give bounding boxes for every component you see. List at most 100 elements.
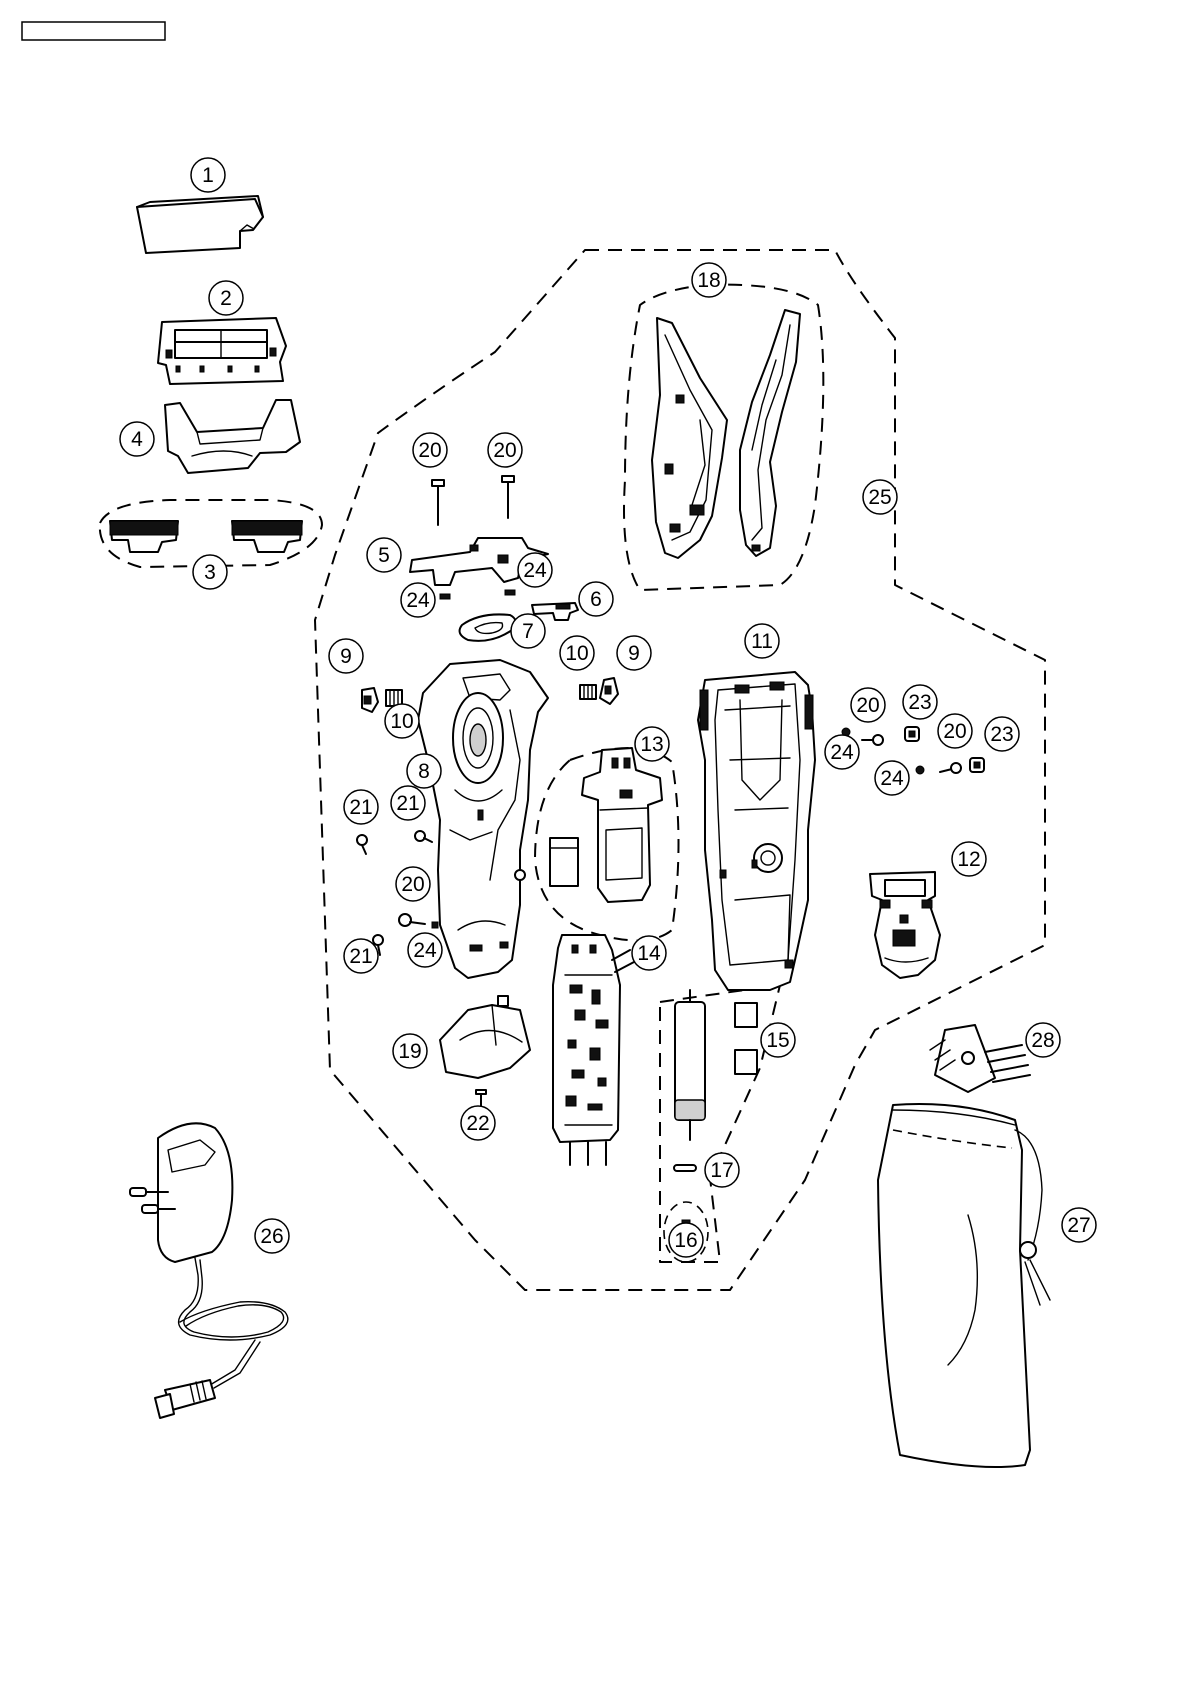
callout-16: 16 [669, 1223, 703, 1257]
ac-adaptor-part [130, 1123, 288, 1418]
callout-label: 12 [957, 848, 980, 871]
blade-frame-part [158, 318, 286, 384]
insulator-sheets [735, 1003, 757, 1074]
callout-2: 2 [209, 281, 243, 315]
callout-label: 2 [220, 287, 232, 310]
callout-20: 20 [851, 688, 885, 722]
callout-20: 20 [396, 867, 430, 901]
callout-label: 28 [1031, 1029, 1054, 1052]
battery-part [675, 990, 705, 1140]
callout-label: 24 [523, 559, 547, 582]
callout-label: 4 [131, 428, 143, 451]
spring-right [580, 685, 596, 699]
callout-label: 20 [493, 439, 516, 462]
callout-3: 3 [193, 555, 227, 589]
callout-11: 11 [745, 624, 779, 658]
callout-label: 19 [398, 1040, 421, 1063]
callout-label: 6 [590, 588, 602, 611]
callout-label: 20 [943, 720, 966, 743]
callout-label: 15 [766, 1029, 789, 1052]
callout-10: 10 [560, 636, 594, 670]
callout-label: 25 [868, 486, 891, 509]
callout-label: 5 [378, 544, 390, 567]
callout-21: 21 [391, 786, 425, 820]
callout-label: 24 [413, 939, 437, 962]
callout-24: 24 [518, 553, 552, 587]
callout-label: 23 [908, 691, 931, 714]
nut-24b [505, 590, 515, 595]
callout-label: 24 [880, 767, 904, 790]
callout-label: 17 [710, 1159, 733, 1182]
callout-label: 21 [349, 796, 372, 819]
callout-label: 20 [418, 439, 441, 462]
nut-24a [440, 594, 450, 599]
callout-label: 16 [674, 1229, 697, 1252]
callout-label: 10 [390, 710, 413, 733]
cleaning-brush-part [930, 1025, 1030, 1092]
callout-label: 21 [396, 792, 419, 815]
callout-label: 8 [418, 760, 430, 783]
callout-label: 10 [565, 642, 588, 665]
callout-21: 21 [344, 939, 378, 973]
callout-24: 24 [825, 735, 859, 769]
callout-28: 28 [1026, 1023, 1060, 1057]
motor-unit-part [535, 748, 679, 940]
rear-case-part [698, 672, 815, 990]
callout-4: 4 [120, 422, 154, 456]
callout-7: 7 [511, 614, 545, 648]
callout-6: 6 [579, 582, 613, 616]
callout-24: 24 [875, 761, 909, 795]
callout-24: 24 [408, 933, 442, 967]
callout-label: 7 [522, 620, 534, 643]
callout-23: 23 [903, 685, 937, 719]
circuit-board-part [553, 935, 634, 1165]
callout-23: 23 [985, 717, 1019, 751]
callout-label: 23 [990, 723, 1013, 746]
callout-label: 3 [204, 561, 216, 584]
callout-label: 11 [751, 630, 773, 653]
callout-1: 1 [191, 158, 225, 192]
callout-5: 5 [367, 538, 401, 572]
side-grips-part [624, 285, 823, 590]
callout-label: 27 [1067, 1214, 1090, 1237]
callout-20: 20 [413, 433, 447, 467]
callout-label: 20 [856, 694, 879, 717]
callout-26: 26 [255, 1219, 289, 1253]
pouch-part [878, 1104, 1050, 1467]
callout-label: 21 [349, 945, 372, 968]
callout-label: 9 [628, 642, 640, 665]
frame-holder-part [165, 400, 300, 473]
callout-15: 15 [761, 1023, 795, 1057]
callout-label: 18 [697, 269, 720, 292]
callout-label: 14 [637, 942, 661, 965]
callout-20: 20 [488, 433, 522, 467]
front-case-part [418, 660, 548, 978]
callout-label: 24 [406, 589, 430, 612]
callout-22: 22 [461, 1106, 495, 1140]
callout-27: 27 [1062, 1208, 1096, 1242]
cap-part [440, 996, 530, 1078]
callout-21: 21 [344, 790, 378, 824]
callout-18: 18 [692, 263, 726, 297]
callout-20: 20 [938, 714, 972, 748]
callout-12: 12 [952, 842, 986, 876]
header-box [22, 22, 165, 40]
callout-24: 24 [401, 583, 435, 617]
lock-lever-right [600, 678, 618, 704]
gasket-part [460, 614, 516, 640]
callout-label: 1 [202, 164, 214, 187]
screw-pair-top [432, 476, 514, 525]
callout-label: 20 [401, 873, 424, 896]
callout-label: 22 [466, 1112, 489, 1135]
callout-9: 9 [329, 639, 363, 673]
trimmer-part [870, 872, 940, 978]
callout-label: 26 [260, 1225, 283, 1248]
outer-cover-part [137, 196, 263, 253]
callout-25: 25 [863, 480, 897, 514]
callout-9: 9 [617, 636, 651, 670]
callout-17: 17 [705, 1153, 739, 1187]
callout-label: 9 [340, 645, 352, 668]
callout-14: 14 [632, 936, 666, 970]
callout-13: 13 [635, 727, 669, 761]
